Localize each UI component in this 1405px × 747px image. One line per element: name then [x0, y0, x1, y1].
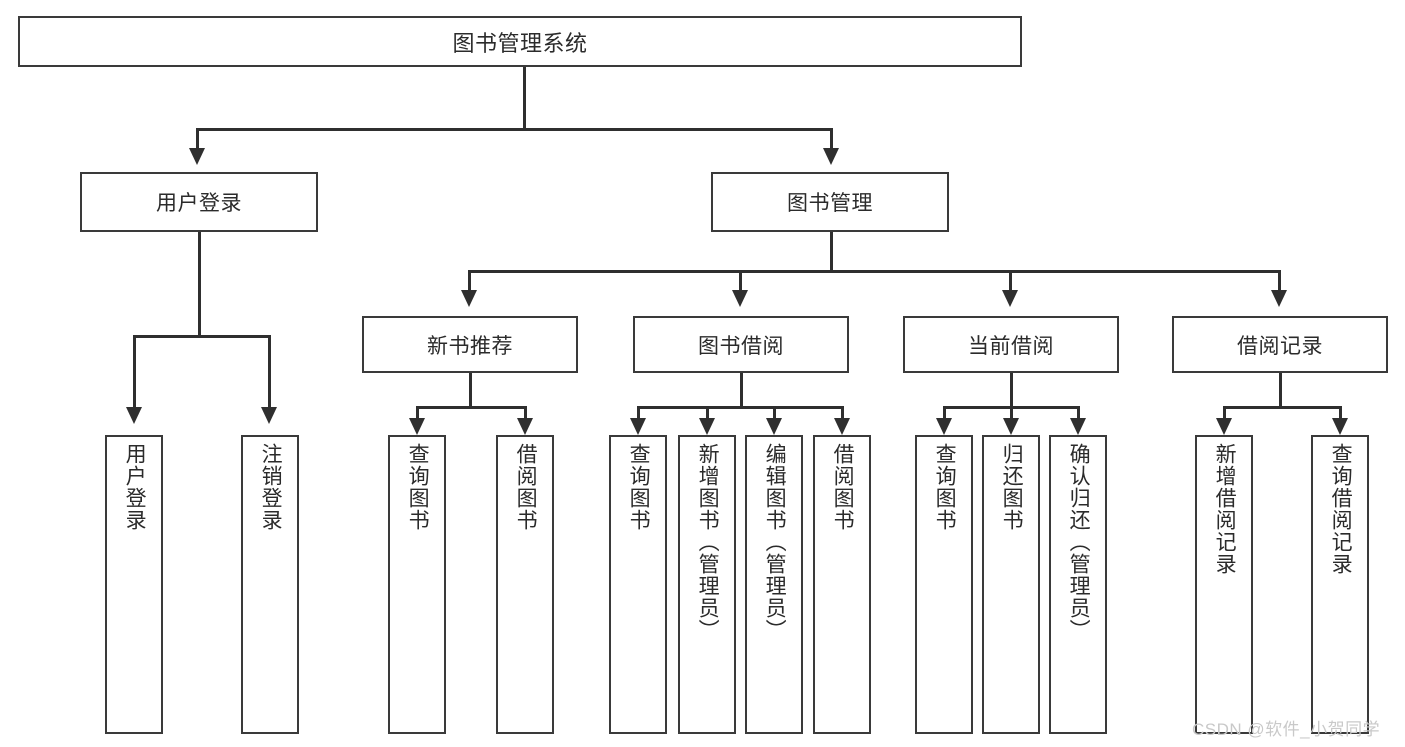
- arrowhead-to-user-login: [189, 148, 205, 165]
- connector-bb-4: [841, 406, 844, 420]
- connector-bb-1: [637, 406, 640, 420]
- arrowhead-br-leaf-2: [1332, 418, 1348, 435]
- connector-book-management-bar: [468, 270, 1280, 273]
- connector-br-2: [1339, 406, 1342, 420]
- leaf-label: 编辑图书（管理员）: [763, 443, 787, 641]
- connector-user-login-bar: [133, 335, 270, 338]
- arrowhead-to-current-borrow: [1002, 290, 1018, 307]
- node-root-book-management-system[interactable]: 图书管理系统: [18, 16, 1022, 67]
- node-user-login[interactable]: 用户登录: [80, 172, 318, 232]
- leaf-label: 查询图书: [627, 443, 651, 531]
- connector-bb-stem: [740, 373, 743, 408]
- connector-book-management-stem: [830, 232, 833, 272]
- connector-root-bar: [196, 128, 832, 131]
- arrowhead-br-leaf-1: [1216, 418, 1232, 435]
- connector-br-1: [1223, 406, 1226, 420]
- leaf-query-book-borrow[interactable]: 查询图书: [609, 435, 667, 734]
- arrowhead-nbr-leaf-2: [517, 418, 533, 435]
- csdn-watermark: CSDN @软件_小贺同学: [1192, 720, 1381, 739]
- connector-cb-2: [1010, 406, 1013, 420]
- connector-nbr-left: [416, 406, 419, 420]
- connector-br-stem: [1279, 373, 1282, 408]
- leaf-label: 新增借阅记录: [1213, 443, 1237, 575]
- arrowhead-to-leaf-user-login: [126, 407, 142, 424]
- connector-to-borrow-record: [1278, 270, 1281, 292]
- connector-to-current-borrow: [1009, 270, 1012, 292]
- connector-nbr-stem: [469, 373, 472, 408]
- arrowhead-to-leaf-logout: [261, 407, 277, 424]
- connector-root-stem: [523, 67, 526, 130]
- node-borrow-record[interactable]: 借阅记录: [1172, 316, 1388, 373]
- leaf-borrow-book-recommend[interactable]: 借阅图书: [496, 435, 554, 734]
- leaf-logout[interactable]: 注销登录: [241, 435, 299, 734]
- leaf-query-book-recommend[interactable]: 查询图书: [388, 435, 446, 734]
- leaf-label: 确认归还（管理员）: [1067, 443, 1091, 641]
- arrowhead-bb-leaf-1: [630, 418, 646, 435]
- arrowhead-to-book-management: [823, 148, 839, 165]
- leaf-add-book-admin[interactable]: 新增图书（管理员）: [678, 435, 736, 734]
- leaf-label: 注销登录: [259, 443, 283, 531]
- leaf-borrow-book[interactable]: 借阅图书: [813, 435, 871, 734]
- arrowhead-to-borrow-record: [1271, 290, 1287, 307]
- connector-user-login-stem: [198, 232, 201, 337]
- connector-cb-stem: [1010, 373, 1013, 408]
- leaf-user-login[interactable]: 用户登录: [105, 435, 163, 734]
- leaf-label: 用户登录: [123, 443, 147, 531]
- node-label: 新书推荐: [427, 334, 513, 358]
- arrowhead-to-book-borrow: [732, 290, 748, 307]
- node-label: 当前借阅: [968, 334, 1054, 358]
- arrowhead-cb-leaf-1: [936, 418, 952, 435]
- leaf-label: 查询图书: [406, 443, 430, 531]
- arrowhead-bb-leaf-2: [699, 418, 715, 435]
- arrowhead-cb-leaf-3: [1070, 418, 1086, 435]
- connector-nbr-right: [524, 406, 527, 420]
- leaf-return-book[interactable]: 归还图书: [982, 435, 1040, 734]
- node-label: 图书借阅: [698, 334, 784, 358]
- node-label: 图书管理系统: [452, 30, 588, 56]
- leaf-confirm-return-admin[interactable]: 确认归还（管理员）: [1049, 435, 1107, 734]
- leaf-edit-book-admin[interactable]: 编辑图书（管理员）: [745, 435, 803, 734]
- node-book-borrow[interactable]: 图书借阅: [633, 316, 849, 373]
- arrowhead-bb-leaf-3: [766, 418, 782, 435]
- arrowhead-cb-leaf-2: [1003, 418, 1019, 435]
- connector-to-new-book-recommend: [468, 270, 471, 292]
- node-book-management[interactable]: 图书管理: [711, 172, 949, 232]
- leaf-label: 借阅图书: [831, 443, 855, 531]
- node-new-book-recommend[interactable]: 新书推荐: [362, 316, 578, 373]
- connector-bb-bar: [637, 406, 843, 409]
- connector-user-login-left: [133, 335, 136, 409]
- leaf-label: 查询借阅记录: [1329, 443, 1353, 575]
- leaf-label: 新增图书（管理员）: [696, 443, 720, 641]
- leaf-query-book-current[interactable]: 查询图书: [915, 435, 973, 734]
- node-label: 借阅记录: [1237, 334, 1323, 358]
- connector-to-book-borrow: [739, 270, 742, 292]
- arrowhead-to-new-book-recommend: [461, 290, 477, 307]
- connector-nbr-bar: [416, 406, 526, 409]
- connector-bb-2: [706, 406, 709, 420]
- leaf-label: 借阅图书: [514, 443, 538, 531]
- leaf-add-borrow-record[interactable]: 新增借阅记录: [1195, 435, 1253, 734]
- connector-br-bar: [1223, 406, 1341, 409]
- connector-cb-3: [1077, 406, 1080, 420]
- leaf-query-borrow-record[interactable]: 查询借阅记录: [1311, 435, 1369, 734]
- leaf-label: 查询图书: [933, 443, 957, 531]
- node-label: 用户登录: [156, 192, 242, 215]
- connector-root-to-user-login: [196, 128, 199, 150]
- node-current-borrow[interactable]: 当前借阅: [903, 316, 1119, 373]
- connector-root-to-book-management: [830, 128, 833, 150]
- node-label: 图书管理: [787, 192, 873, 215]
- connector-bb-3: [773, 406, 776, 420]
- connector-cb-1: [943, 406, 946, 420]
- arrowhead-bb-leaf-4: [834, 418, 850, 435]
- connector-user-login-right: [268, 335, 271, 409]
- leaf-label: 归还图书: [1000, 443, 1024, 531]
- arrowhead-nbr-leaf-1: [409, 418, 425, 435]
